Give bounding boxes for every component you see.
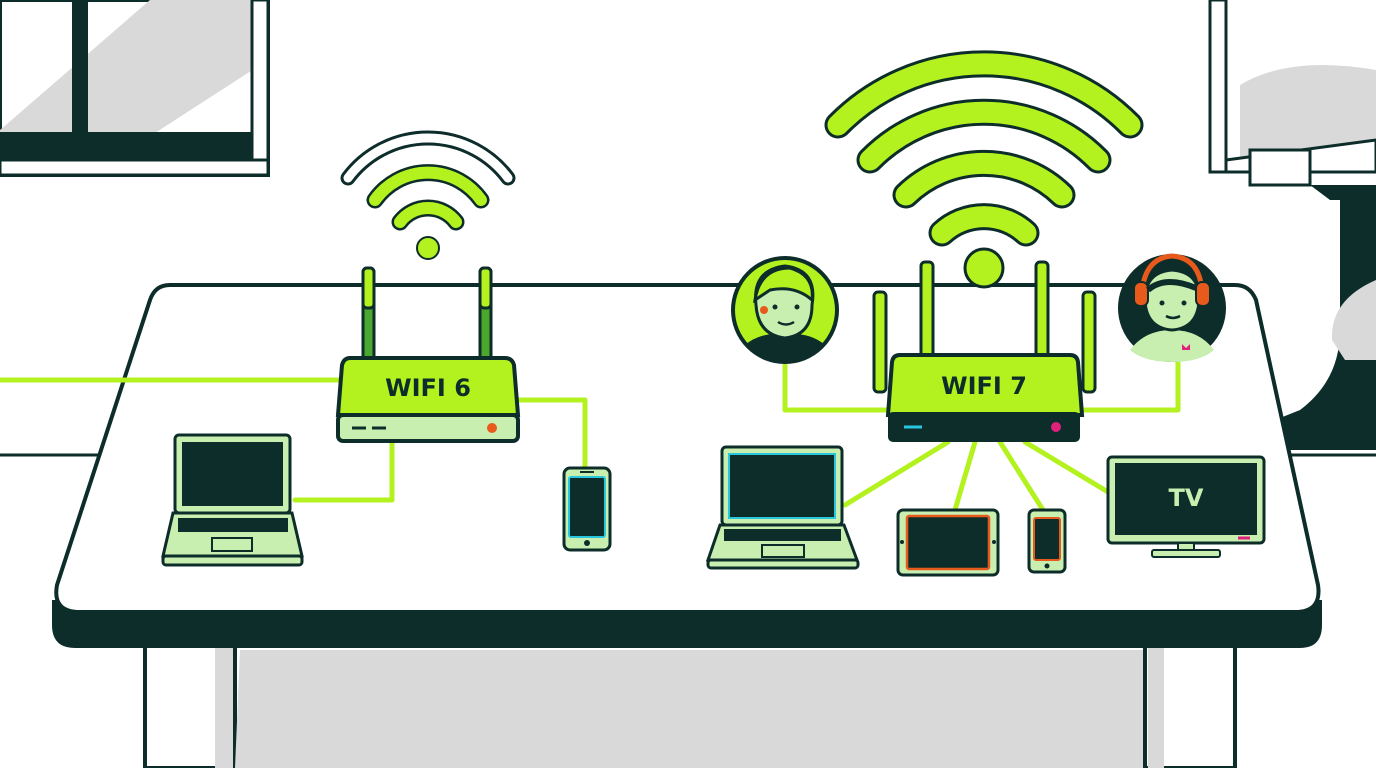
laptop-icon [161,433,304,567]
avatar-headset-icon [1118,253,1226,362]
phone-icon [562,466,612,552]
cable-wifi6-to-phone [512,397,588,473]
wifi7-label: WIFI 7 [941,372,1027,400]
router-icon: WIFI 7 [872,260,1097,442]
network-cables [0,357,1181,513]
cable-wifi7-to-tablet [952,439,978,513]
wifi6-label: WIFI 6 [385,374,471,402]
cable-wifi7-to-avatar-headset [1077,357,1181,413]
avatar-woman-icon [731,256,839,364]
left-window [0,0,270,177]
cable-wifi7-to-avatar-woman [782,357,893,413]
right-window [1208,0,1376,450]
laptop-icon [705,445,860,570]
cable-wifi6-to-laptop [292,439,395,503]
tv-icon: TV [1106,455,1266,558]
cable-wifi7-to-phone [997,439,1046,513]
wifi-signal-icon [824,50,1144,289]
tablet-icon [896,508,1000,577]
phone-icon [1027,508,1067,574]
tv-label: TV [1169,484,1204,512]
room-background [0,0,1376,457]
router-icon: WIFI 6 [335,266,521,443]
cable-wifi7-to-laptop [842,439,951,508]
wifi-signal-icon [340,130,516,260]
cable-wifi7-to-tv [1022,439,1111,495]
